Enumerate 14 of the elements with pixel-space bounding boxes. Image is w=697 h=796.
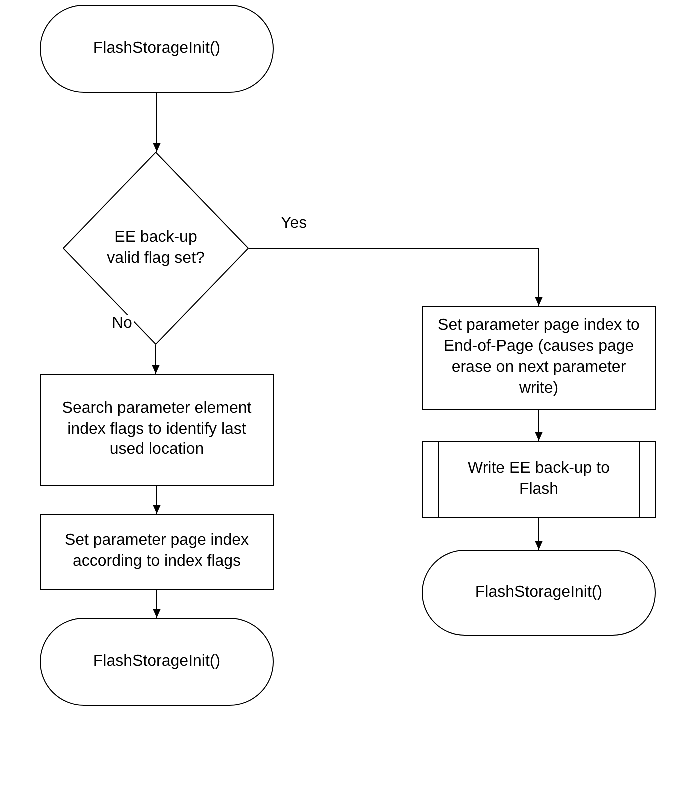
process-box: Set parameter page index according to index flags	[40, 514, 274, 590]
predefined-process-box: Write EE back-up to Flash	[422, 441, 656, 518]
terminator: FlashStorageInit()	[40, 618, 274, 706]
arrow	[152, 344, 160, 374]
terminator: FlashStorageInit()	[40, 5, 274, 93]
arrow	[153, 590, 161, 618]
arrow	[535, 410, 543, 442]
arrow	[535, 518, 543, 550]
arrow	[248, 248, 543, 306]
terminator: FlashStorageInit()	[422, 550, 656, 636]
process-box: Search parameter element index flags to identify last used location	[40, 374, 274, 486]
arrow	[153, 92, 161, 152]
arrow	[153, 486, 161, 514]
process-box: Set parameter page index to End-of-Page (causes page erase on next parameter write)	[422, 306, 656, 410]
